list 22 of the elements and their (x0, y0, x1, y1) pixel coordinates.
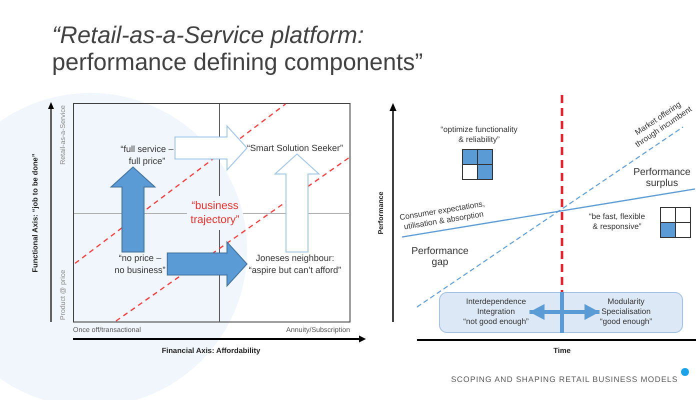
strategy-note: “be fast, flexible & responsive” (588, 212, 646, 232)
quadrant-label: “no price – no business” (112, 252, 168, 276)
concept-label: Interdependence Integration (464, 297, 528, 317)
quadrant-label: Joneses neighbour: “aspire but can’t afford” (247, 252, 343, 276)
quadrant-label: “Smart Solution Seeker” (246, 142, 344, 154)
trajectory-label: “business trajectory” (190, 199, 240, 227)
block-arrow (110, 166, 156, 252)
block-arrow (166, 240, 248, 288)
concept-label: Modularity Specialisation (600, 297, 652, 317)
line-label: Consumer expectations, utilisation & absorption (398, 198, 486, 234)
quote-label: “good enough” (600, 317, 652, 327)
block-arrow (174, 124, 248, 172)
strategy-note: “optimize functionality & reliability” (440, 125, 518, 145)
block-arrow (274, 153, 320, 252)
quadrant-label: “full service – full price” (119, 143, 175, 167)
info-panel (439, 292, 683, 333)
double-arrow (530, 304, 600, 320)
region-label: Performance gap (410, 246, 470, 268)
footer-text: SCOPING AND SHAPING RETAIL BUSINESS MODELS (450, 375, 678, 385)
quote-label: “not good enough” (462, 317, 530, 327)
slide-title: “Retail-as-a-Service platform: performance defining components” (52, 22, 424, 76)
region-label: Performance surplus (632, 167, 692, 189)
